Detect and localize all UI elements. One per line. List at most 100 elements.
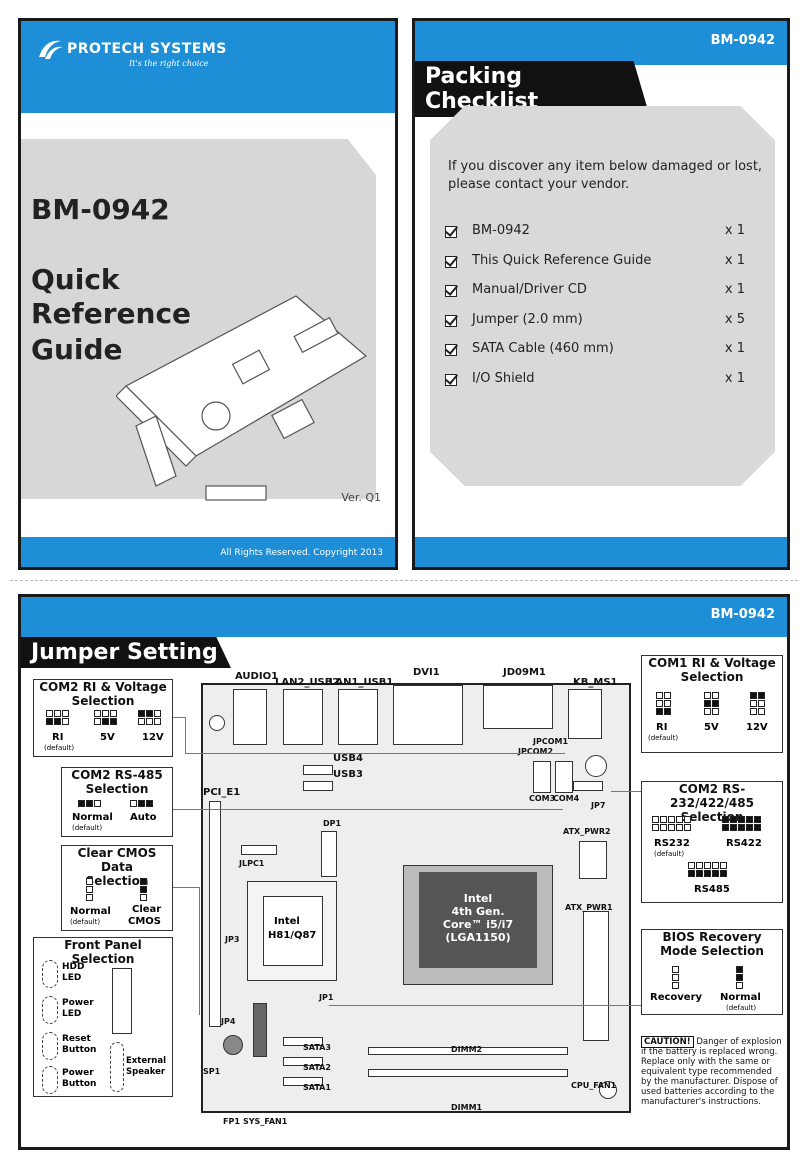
usb4-label: USB4 xyxy=(333,753,363,764)
mount-hole xyxy=(599,1081,617,1099)
cut-line xyxy=(10,580,798,581)
jumper-pins-icon xyxy=(722,816,761,831)
jp1-label: JP1 xyxy=(319,993,334,1002)
jumper-pins-icon xyxy=(656,692,671,715)
bios-recovery-box: BIOS Recovery Mode Selection Recovery No… xyxy=(641,929,783,1015)
sata3-connector xyxy=(283,1037,323,1046)
jumper-model-tag: BM-0942 xyxy=(710,607,775,622)
kb-ms-connector xyxy=(568,689,602,739)
sp1-label: SP1 xyxy=(203,1067,221,1076)
com2-rs232-box: COM2 RS-232/422/485 Selection RS232 (def… xyxy=(641,781,783,903)
jpcom1-label: JPCOM1 xyxy=(533,737,569,746)
reset-button-pins xyxy=(42,1032,58,1060)
jumper-pins-icon xyxy=(688,862,727,877)
lan1-label: LAN1_USB1 xyxy=(329,677,394,688)
dp1-label: DP1 xyxy=(323,819,342,828)
checklist-box xyxy=(430,106,775,486)
jumper-pins-icon xyxy=(672,966,679,989)
caution-note: CAUTION! Danger of explosion if the batt… xyxy=(641,1036,782,1107)
cover-model: BM-0942 xyxy=(31,193,170,226)
pcie-slot xyxy=(209,801,221,1027)
motherboard: Intel H81/Q87 Intel 4th Gen. Core™ i5/i7… xyxy=(201,683,631,1113)
board-outline-illustration xyxy=(116,295,368,501)
sata1-connector xyxy=(283,1077,323,1086)
checklist-item: BM-0942 x 1 xyxy=(445,223,745,243)
sata2-label: SATA2 xyxy=(303,1063,331,1072)
jumper-header-bar xyxy=(21,597,787,637)
lan2-usb2-connector xyxy=(283,689,323,745)
jumper-pins-icon xyxy=(140,878,147,901)
mount-hole xyxy=(585,755,607,777)
power-led-pins xyxy=(42,996,58,1024)
jumper-pins-icon xyxy=(86,878,93,901)
leader-line xyxy=(185,717,186,753)
checkbox-checked-icon xyxy=(445,315,457,327)
checklist-item: Jumper (2.0 mm) x 5 xyxy=(445,312,745,332)
cover-header-bar xyxy=(21,21,395,113)
com3-header xyxy=(533,761,551,793)
cover-panel: PROTECH SYSTEMS It's the right choice BM… xyxy=(18,18,398,570)
usb3-header xyxy=(303,781,333,791)
protech-logo-icon xyxy=(35,35,65,65)
battery xyxy=(253,1003,267,1057)
packing-footer-bar xyxy=(415,537,787,567)
power-button-pins xyxy=(42,1066,58,1094)
jumper-pins-icon xyxy=(94,710,117,725)
checkbox-checked-icon xyxy=(445,256,457,268)
jlpc1-label: JLPC1 xyxy=(239,859,265,868)
packing-intro-2: please contact your vendor. xyxy=(448,177,630,192)
com3-label: COM3 xyxy=(529,794,556,803)
atx2-label: ATX_PWR2 xyxy=(563,827,611,836)
sysfan1-label: SYS_FAN1 xyxy=(243,1117,288,1126)
dimm2-label: DIMM2 xyxy=(451,1045,483,1054)
checklist-item: I/O Shield x 1 xyxy=(445,371,745,391)
mount-hole xyxy=(209,715,225,731)
caution-label: CAUTION! xyxy=(641,1036,694,1048)
speaker xyxy=(223,1035,243,1055)
jp7-header xyxy=(573,781,603,791)
jumper-pins-icon xyxy=(652,816,691,831)
packing-panel: BM-0942 Packing Checklist If you discove… xyxy=(412,18,790,570)
jumper-panel: BM-0942 Jumper Setting Intel H81/Q87 Int… xyxy=(18,594,790,1150)
company-logo: PROTECH SYSTEMS xyxy=(67,41,227,57)
leader-line xyxy=(173,887,199,888)
pcie-label: PCI_E1 xyxy=(203,787,241,798)
jpcom2-label: JPCOM2 xyxy=(518,747,554,756)
jumper-pins-icon xyxy=(704,692,719,715)
cpu-label: Intel 4th Gen. Core™ i5/i7 (LGA1150) xyxy=(419,872,537,968)
packing-intro-1: If you discover any item below damaged o… xyxy=(448,159,763,174)
hdd-led-pins xyxy=(42,960,58,988)
jumper-heading: Jumper Setting xyxy=(21,637,231,668)
sata2-connector xyxy=(283,1057,323,1066)
dvi-label: DVI1 xyxy=(413,667,440,678)
packing-model-tag: BM-0942 xyxy=(710,33,775,48)
front-panel-header-icon xyxy=(112,968,132,1034)
checkbox-checked-icon xyxy=(445,285,457,297)
com2-ri-box: COM2 RI & Voltage Selection RI (default)… xyxy=(33,679,173,757)
sata1-label: SATA1 xyxy=(303,1083,331,1092)
jumper-pins-icon xyxy=(46,710,69,725)
lan2-label: LAN2_USB2 xyxy=(275,677,340,688)
sata3-label: SATA3 xyxy=(303,1043,331,1052)
audio-label: AUDIO1 xyxy=(235,671,279,682)
leader-line xyxy=(173,809,563,810)
jlpc1-header xyxy=(241,845,277,855)
jd09-label: JD09M1 xyxy=(503,667,546,678)
cover-version: Ver. Q1 xyxy=(341,491,381,504)
leader-line xyxy=(611,791,641,792)
jp3-label: JP3 xyxy=(225,935,240,944)
jumper-pins-icon xyxy=(750,692,765,715)
jp4-label: JP4 xyxy=(221,1017,236,1026)
cover-title-reference: Reference xyxy=(31,297,192,330)
checklist-item: This Quick Reference Guide x 1 xyxy=(445,253,745,273)
dimm2-slot xyxy=(368,1047,568,1055)
clear-cmos-box: Clear CMOS Data Selection Normal (defaul… xyxy=(61,845,173,931)
atx1-label: ATX_PWR1 xyxy=(565,903,613,912)
usb4-header xyxy=(303,765,333,775)
checkbox-checked-icon xyxy=(445,344,457,356)
usb3-label: USB3 xyxy=(333,769,363,780)
cover-title-guide: Guide xyxy=(31,333,123,366)
checkbox-checked-icon xyxy=(445,374,457,386)
jumper-pins-icon xyxy=(736,966,743,989)
dvi-connector xyxy=(393,685,463,745)
